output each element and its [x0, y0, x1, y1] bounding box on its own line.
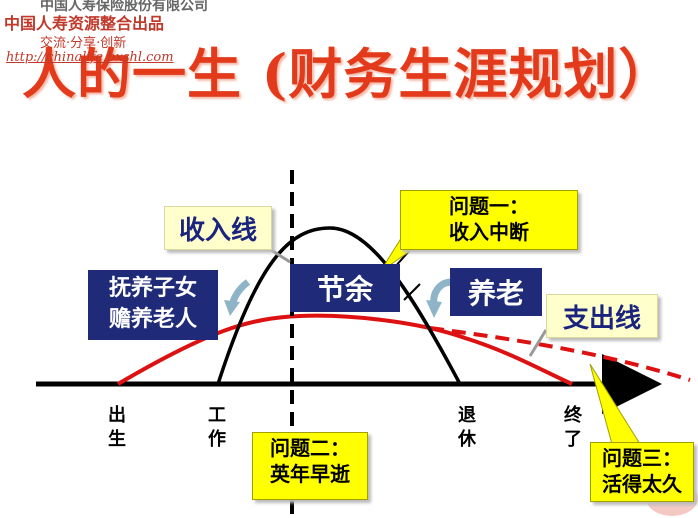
q2-text: 英年早逝	[270, 462, 350, 486]
watermark-source: 中国人寿资源整合出品	[4, 14, 165, 33]
watermark-slogan: 交流·分享·创新	[40, 36, 127, 51]
watermark-url: http://chinalife.bxshl.com	[6, 50, 174, 65]
retirement-care-label: 养老	[450, 268, 542, 316]
expense-extension-dashed	[429, 326, 691, 382]
axis-retire-char-2: 休	[458, 429, 476, 451]
income-label-connector	[267, 246, 291, 264]
company-name: 中国人寿保险股份有限公司	[40, 0, 208, 14]
q3-text: 活得太久	[602, 472, 682, 496]
savings-label: 节余	[290, 264, 400, 312]
q2-title: 问题二：	[270, 436, 350, 460]
axis-birth-char-2: 生	[108, 429, 126, 451]
axis-retire-char-1: 退	[458, 405, 476, 426]
question-two-callout: 问题二： 英年早逝	[252, 432, 368, 500]
axis-work-char-1: 工	[208, 405, 226, 426]
axis-label-end: 终 了	[562, 404, 584, 453]
question-one-callout: 问题一： 收入中断	[400, 190, 578, 250]
axis-work-char-2: 作	[208, 429, 226, 451]
page-title: 人的一生 (财务生涯规划）	[22, 42, 674, 106]
axis-end-char-1: 终	[564, 405, 582, 426]
expense-label-connector	[528, 329, 548, 357]
child-label: 抚养子女	[108, 276, 197, 302]
axis-label-retire: 退 休	[456, 404, 478, 453]
q1-title: 问题一：	[449, 194, 529, 218]
q3-callout-pointer	[589, 363, 641, 445]
elder-label: 赡养老人	[108, 307, 197, 332]
q1-text: 收入中断	[449, 220, 529, 244]
expense-line-label: 支出线	[546, 294, 658, 338]
question-three-callout: 问题三： 活得太久	[590, 442, 694, 502]
axis-birth-char-1: 出	[108, 405, 126, 426]
child-elder-label: 抚养子女 赡养老人	[88, 270, 218, 340]
child-curved-arrow-head	[224, 300, 240, 316]
axis-end-char-2: 了	[564, 429, 582, 451]
axis-label-work: 工 作	[206, 404, 228, 453]
income-line-label: 收入线	[164, 206, 272, 250]
q3-title: 问题三：	[602, 446, 682, 470]
retire-tick-2	[403, 283, 421, 301]
axis-label-birth: 出 生	[106, 404, 128, 453]
retire-curved-arrow-head	[426, 300, 442, 318]
income-curve	[216, 226, 462, 385]
